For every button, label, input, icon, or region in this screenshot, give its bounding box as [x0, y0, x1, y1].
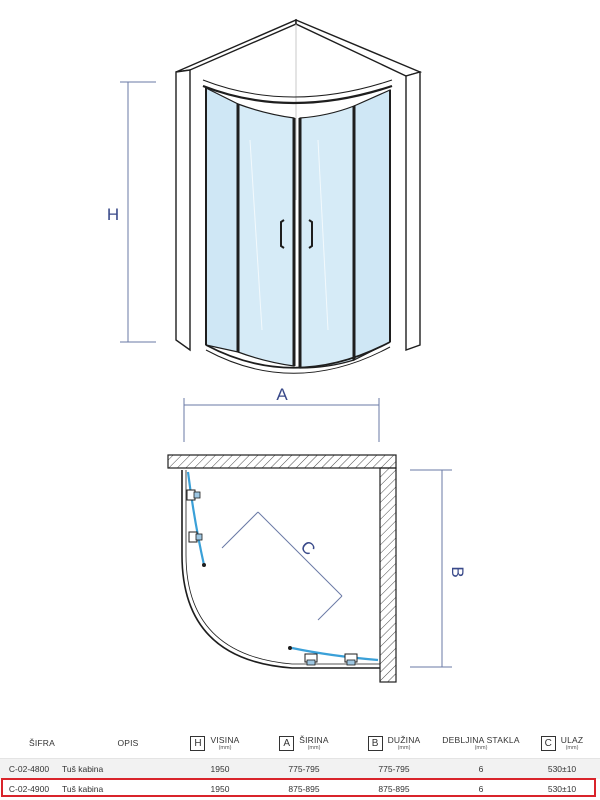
header-entry: C ULAZ(mm): [524, 728, 600, 758]
header-width-label: ŠIRINA: [299, 734, 329, 745]
header-height-unit: (mm): [218, 744, 232, 751]
entry-dimension: C: [221, 511, 343, 621]
cell-length: 875-895: [378, 784, 410, 794]
perspective-view: [175, 18, 423, 374]
width-dimension-label: A: [276, 385, 288, 404]
header-entry-label: ULAZ: [560, 734, 584, 745]
height-dimension: H: [107, 81, 156, 343]
header-divider: [0, 758, 600, 759]
header-length-label: DUŽINA: [387, 734, 421, 745]
glass-panel-door-left: [237, 103, 295, 367]
table-row: C-02-4800 Tuš kabina 1950 775-795 775-79…: [0, 759, 600, 779]
header-entry-unit: (mm): [565, 744, 579, 751]
header-code: ŠIFRA: [0, 728, 84, 758]
header-height: H VISINA(mm): [172, 728, 258, 758]
spec-table: ŠIFRA OPIS H VISINA(mm) A ŠIRINA(mm) B D…: [0, 728, 600, 800]
cell-height: 1950: [210, 764, 230, 774]
depth-dimension: B: [410, 469, 467, 668]
entry-dimension-label: C: [297, 537, 319, 559]
header-length-unit: (mm): [397, 744, 411, 751]
depth-dimension-label: B: [448, 566, 467, 577]
glass-panel-door-right: [299, 105, 355, 369]
height-dimension-label: H: [107, 205, 119, 224]
cell-code: C-02-4900: [8, 784, 50, 794]
cell-width: 875-895: [288, 784, 320, 794]
plan-view: C: [167, 454, 397, 683]
header-height-label: VISINA: [210, 734, 240, 745]
cell-code: C-02-4800: [8, 764, 50, 774]
header-glass-label: DEBLJINA STAKLA: [442, 734, 520, 745]
cell-glass: 6: [478, 764, 484, 774]
width-dimension: A: [183, 385, 380, 442]
cell-description: Tuš kabina: [62, 764, 104, 774]
cell-glass: 6: [478, 784, 484, 794]
shower-cabin-drawing: H A: [107, 18, 467, 683]
door-handle-icon: [280, 219, 313, 249]
table-row: C-02-4900 Tuš kabina 1950 875-895 875-89…: [0, 779, 600, 799]
header-description-label: OPIS: [117, 738, 139, 748]
entry-box-icon: C: [540, 735, 556, 751]
header-width: A ŠIRINA(mm): [258, 728, 350, 758]
glass-panel-left: [205, 87, 239, 353]
table-header: ŠIFRA OPIS H VISINA(mm) A ŠIRINA(mm) B D…: [0, 728, 600, 758]
length-box-icon: B: [367, 735, 383, 751]
header-width-unit: (mm): [307, 744, 321, 751]
cell-width: 775-795: [288, 764, 320, 774]
cell-length: 775-795: [378, 764, 410, 774]
header-glass: DEBLJINA STAKLA(mm): [438, 728, 524, 758]
height-box-icon: H: [190, 735, 206, 751]
glass-panel-right: [353, 89, 391, 361]
header-description: OPIS: [84, 728, 172, 758]
cell-height: 1950: [210, 784, 230, 794]
header-code-label: ŠIFRA: [28, 738, 56, 748]
header-length: B DUŽINA(mm): [350, 728, 438, 758]
cell-entry: 530±10: [547, 764, 577, 774]
header-glass-unit: (mm): [474, 744, 488, 751]
cell-entry: 530±10: [547, 784, 577, 794]
cell-description: Tuš kabina: [62, 784, 104, 794]
width-box-icon: A: [279, 735, 295, 751]
